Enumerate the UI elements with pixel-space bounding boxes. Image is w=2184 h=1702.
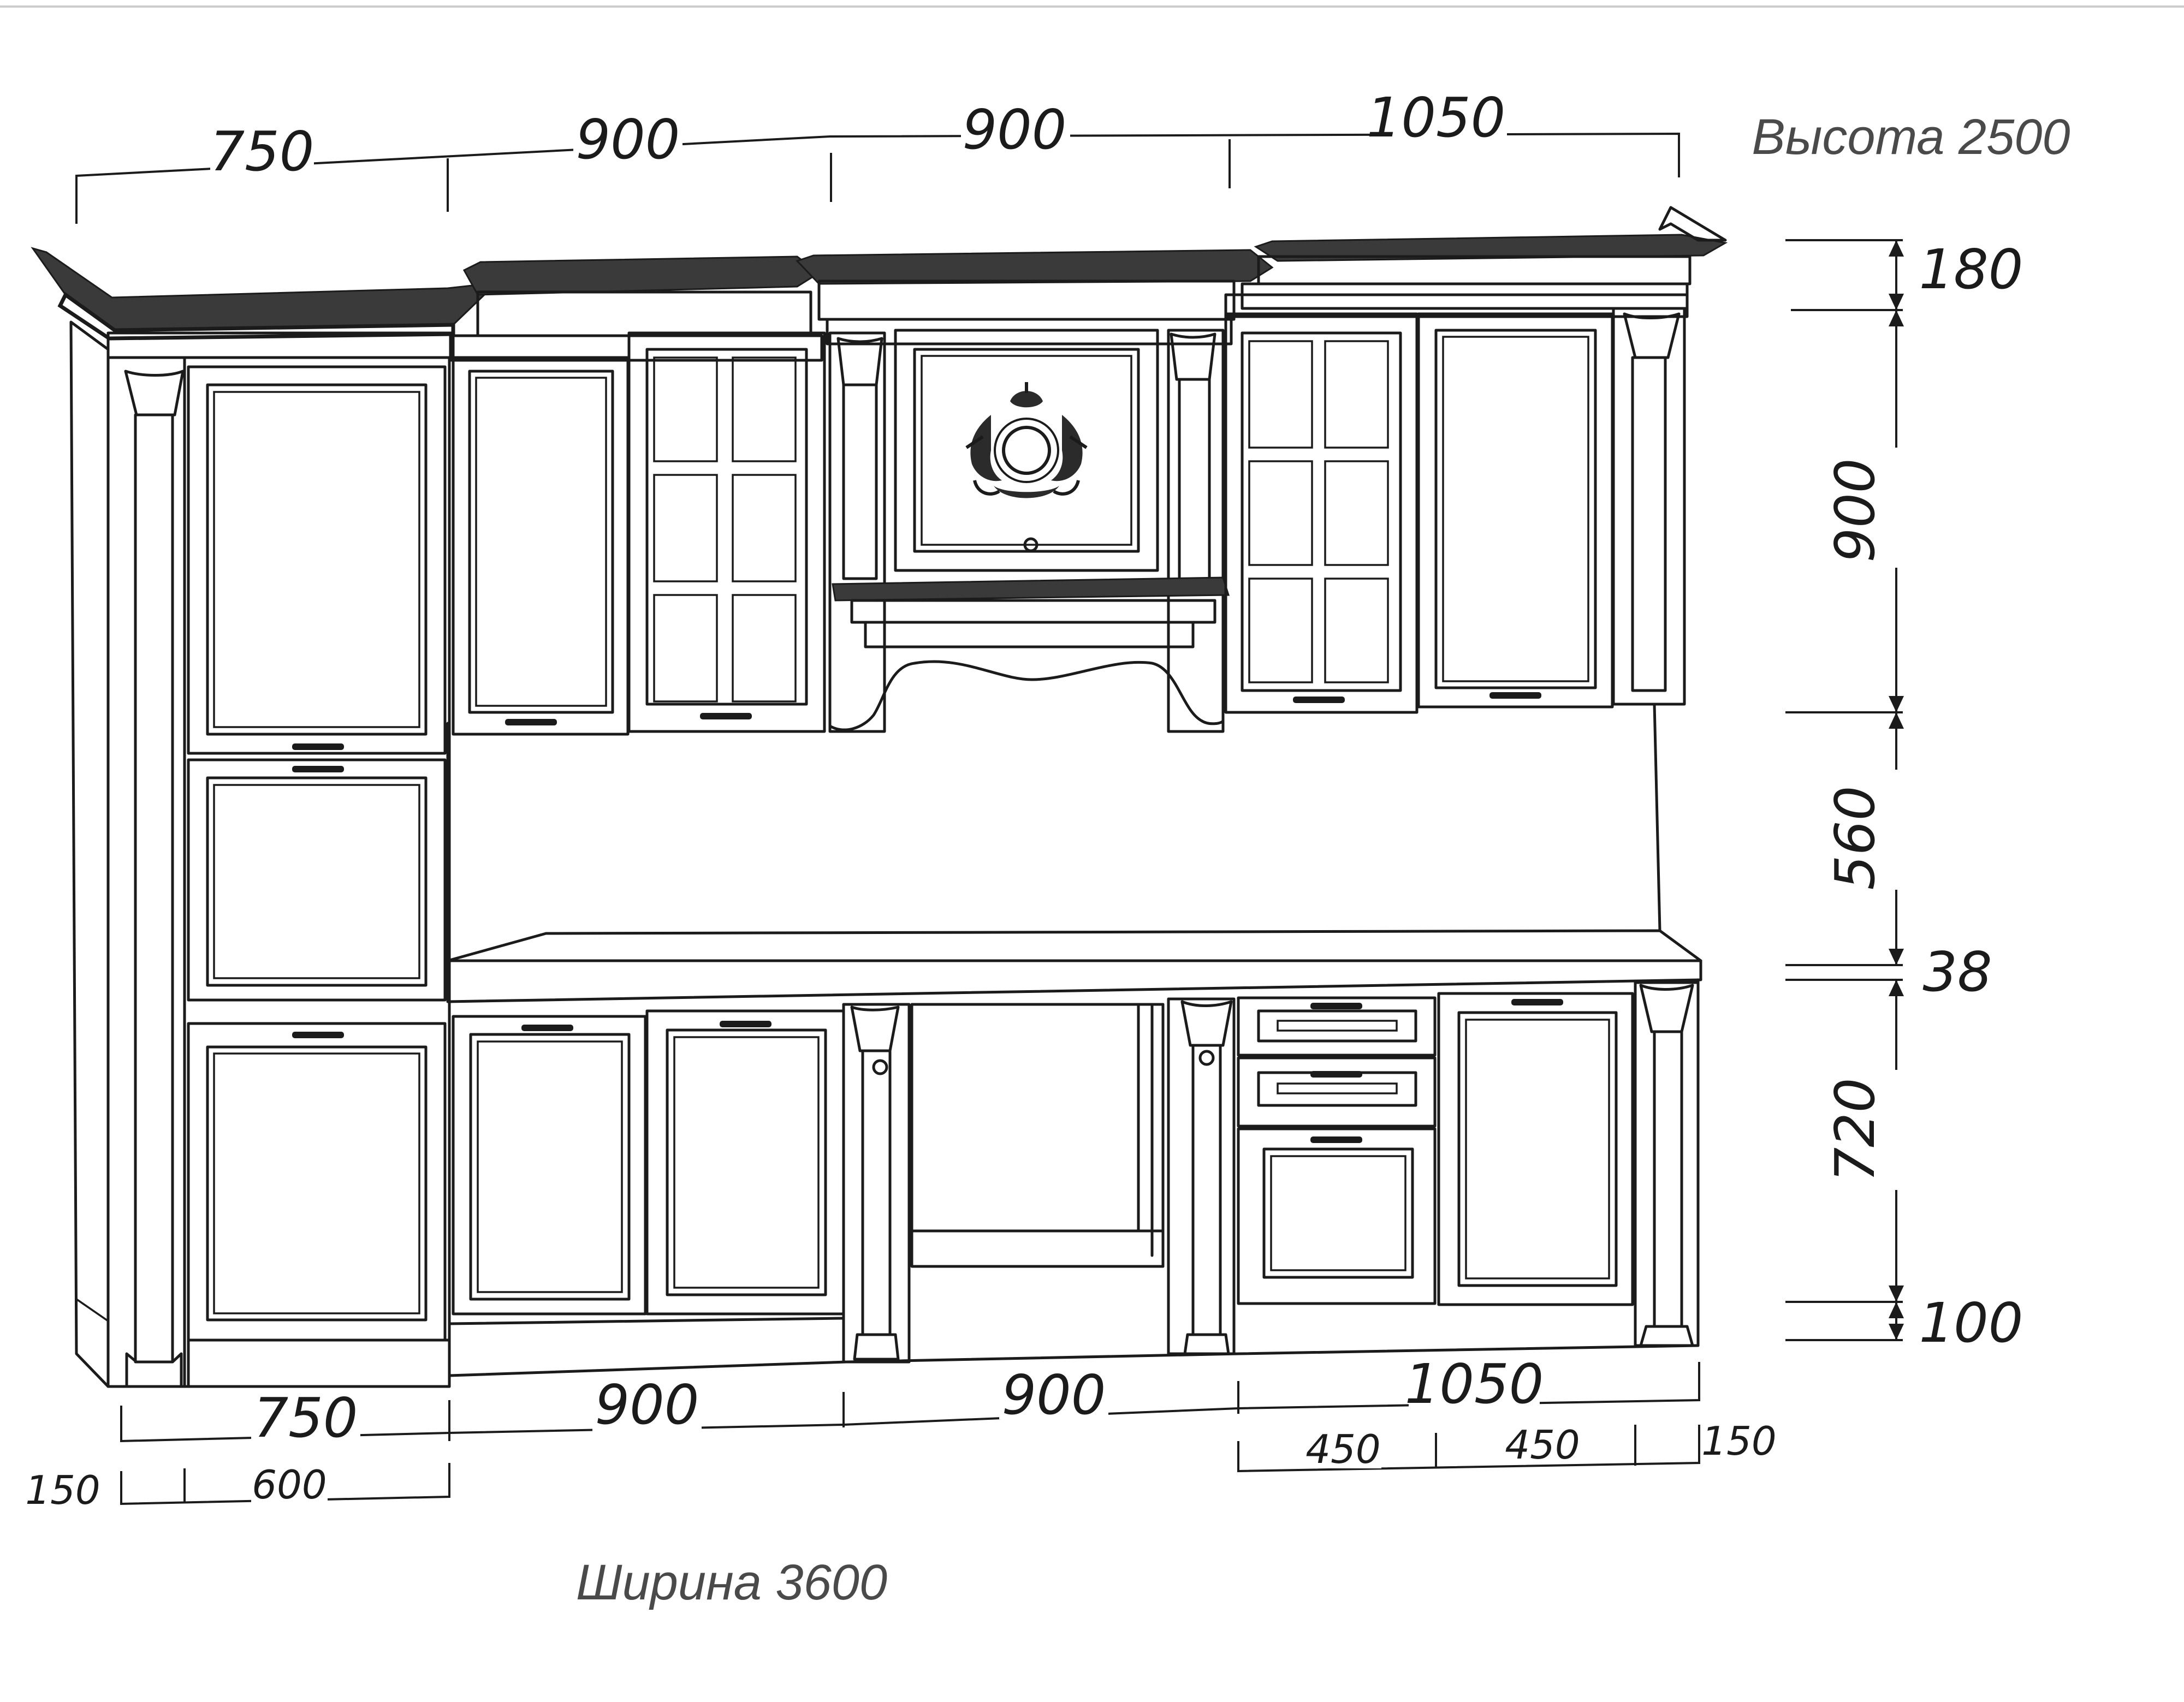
vert-dim-560: 560	[1823, 786, 1887, 890]
hood-section-900	[796, 249, 1274, 733]
upper-cabinet-1050-right	[1224, 206, 1728, 932]
tall-column-unit	[31, 247, 500, 1388]
vert-dim-720: 720	[1823, 1078, 1887, 1182]
carved-ornament	[965, 382, 1088, 498]
sub-dim-150-left: 150	[25, 1467, 100, 1513]
bottom-dim-3: 900	[1002, 1363, 1106, 1427]
bottom-dimension-chain: 750 900 900 1050 150 600 450 450 150	[25, 1352, 1776, 1513]
width-caption: Ширина 3600	[576, 1555, 887, 1610]
bottom-dim-1: 750	[254, 1386, 358, 1450]
sub-dim-450-a: 450	[1305, 1426, 1380, 1472]
bottom-dim-2: 900	[595, 1373, 699, 1437]
bottom-dim-4: 1050	[1405, 1352, 1544, 1416]
vert-dim-900: 900	[1823, 459, 1887, 563]
top-dim-1: 750	[210, 120, 314, 183]
sub-dim-150-right: 150	[1701, 1418, 1776, 1464]
base-cabinets	[448, 978, 1700, 1377]
top-dim-4: 1050	[1367, 86, 1506, 150]
sub-dim-600: 600	[252, 1462, 327, 1508]
upper-cabinet-900-left	[449, 255, 826, 736]
right-dimension-chain: 180 900 560 38 720 100	[1785, 237, 2023, 1355]
vert-dim-180: 180	[1919, 237, 2023, 301]
top-dimension-chain: 750 900 900 1050	[75, 86, 1680, 224]
top-dim-3: 900	[963, 98, 1067, 162]
sub-dim-450-b: 450	[1505, 1422, 1580, 1468]
height-caption: Высота 2500	[1752, 109, 2070, 165]
top-dim-2: 900	[576, 108, 680, 171]
vert-dim-38: 38	[1922, 940, 1992, 1004]
countertop	[446, 929, 1702, 1003]
vert-dim-100: 100	[1919, 1291, 2023, 1355]
